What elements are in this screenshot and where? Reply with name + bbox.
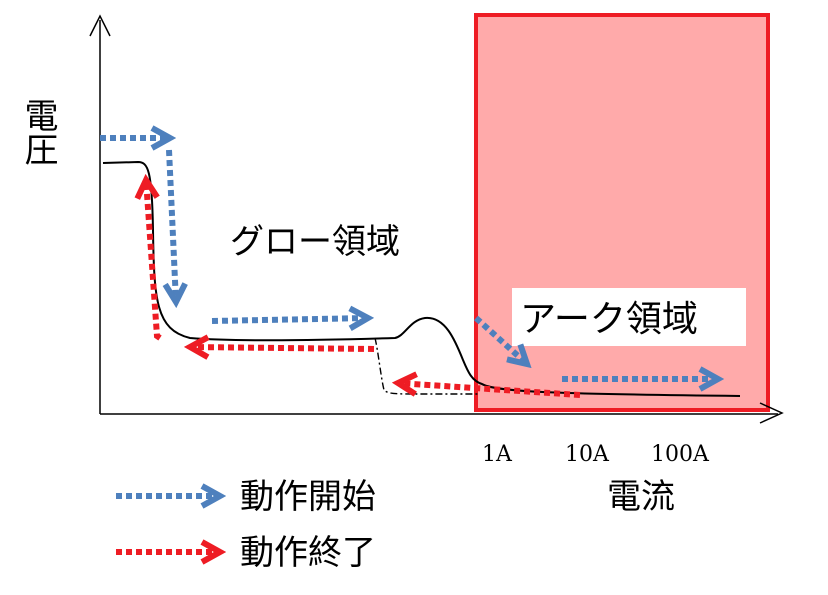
arc-region-area	[474, 13, 770, 412]
arc-region-label-box	[512, 288, 746, 346]
end-arrow-3	[146, 180, 162, 341]
y-axis-arrowhead	[89, 14, 111, 37]
end-arrow-2	[190, 347, 375, 349]
legend: 動作開始 動作終了	[116, 477, 376, 573]
y-axis-label: 電圧	[18, 98, 58, 166]
x-tick-label-10A: 10A	[565, 442, 610, 467]
start-path	[100, 138, 718, 379]
x-tick-label-100A: 100A	[651, 442, 710, 467]
start-arrow-2	[169, 149, 176, 302]
x-axis-label: 電流	[607, 477, 675, 517]
end-arrow-1	[398, 383, 581, 398]
legend-end-label: 動作終了	[240, 533, 376, 573]
legend-start-label: 動作開始	[240, 477, 376, 517]
glow-region-label: グロー領域	[230, 222, 400, 262]
start-arrow-4	[473, 315, 527, 364]
arc-region-label: アーク領域	[520, 299, 698, 340]
x-tick-label-1A: 1A	[482, 442, 513, 467]
start-arrow-3	[211, 318, 368, 321]
end-path	[146, 180, 581, 398]
x-axis-arrowhead	[759, 402, 784, 424]
